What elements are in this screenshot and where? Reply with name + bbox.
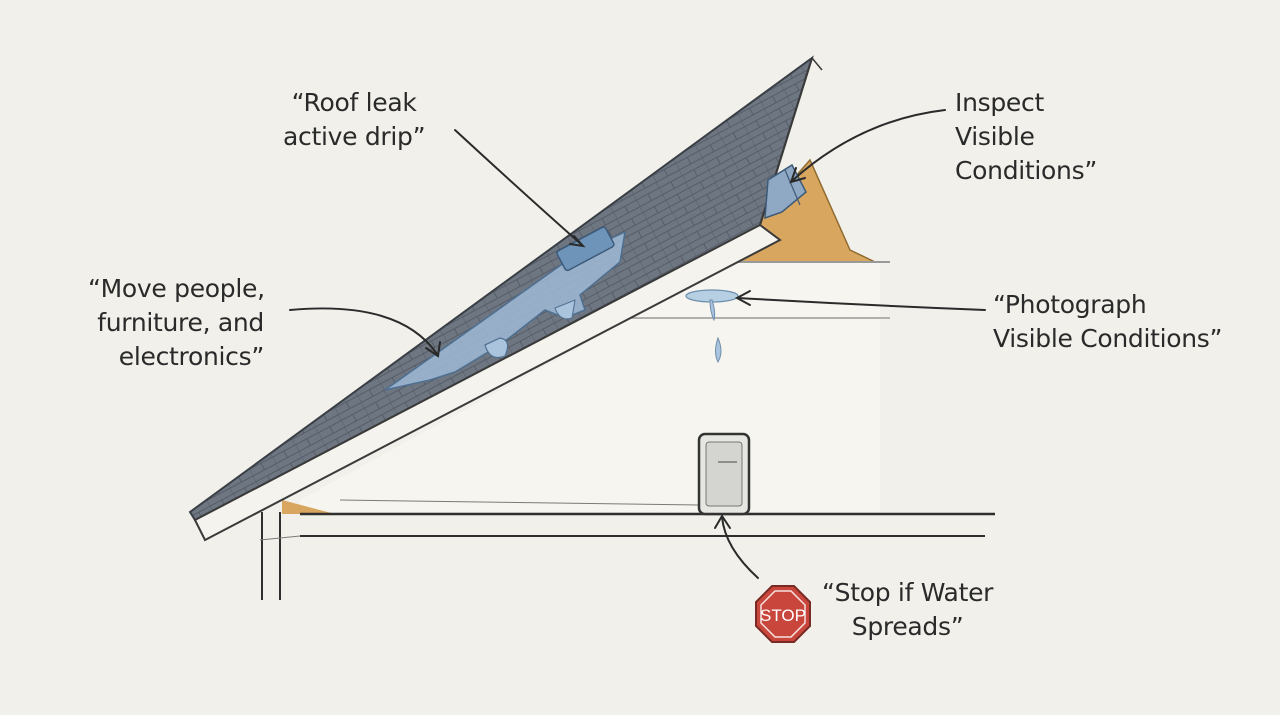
annotation-arrows <box>289 109 986 579</box>
arrow-photograph-head <box>734 290 751 306</box>
arrow-roof-leak <box>454 129 583 246</box>
label-inspect-line-3: Conditions” <box>955 156 1097 185</box>
post <box>261 512 281 600</box>
label-photograph: “Photograph Visible Conditions” <box>993 288 1223 356</box>
stop-sign-text: STOP <box>760 606 806 625</box>
label-move-line-2: furniture, and <box>97 308 264 337</box>
arrow-move-head <box>425 341 441 358</box>
roof-drip <box>484 337 509 359</box>
arrow-photograph <box>737 297 986 311</box>
label-photograph-line-1: “Photograph <box>993 290 1147 319</box>
label-move: “Move people, furniture, and electronics… <box>88 272 265 374</box>
arrow-move <box>289 307 438 355</box>
label-inspect-line-2: Visible <box>955 122 1035 151</box>
label-inspect: Inspect Visible Conditions” <box>955 86 1097 188</box>
label-stop: “Stop if Water Spreads” <box>822 576 993 644</box>
label-roof-leak-line-2: active drip” <box>283 122 426 151</box>
roof-fascia <box>193 223 782 542</box>
wall-device <box>697 432 751 516</box>
roof-vent <box>556 226 615 272</box>
arrow-roof-leak-head <box>569 235 586 248</box>
arrow-stop-head <box>714 514 731 529</box>
label-move-line-3: electronics” <box>118 342 265 371</box>
arrow-inspect <box>792 109 946 181</box>
left-wood-gable <box>282 500 335 514</box>
water-leak-sheet <box>384 226 626 391</box>
label-stop-line-1: “Stop if Water <box>822 578 994 607</box>
arrow-stop <box>721 516 759 579</box>
label-inspect-line-1: Inspect <box>955 88 1044 117</box>
label-roof-leak-line-1: “Roof leak <box>291 88 417 117</box>
arrow-inspect-head <box>789 167 806 184</box>
stop-sign: STOP <box>755 585 811 643</box>
water-droplet <box>715 336 722 364</box>
ceiling-water-drip <box>685 289 739 364</box>
label-move-line-1: “Move people, <box>88 274 265 303</box>
label-roof-leak: “Roof leak active drip” <box>283 86 426 154</box>
label-photograph-line-2: Visible Conditions” <box>993 324 1223 353</box>
label-stop-line-2: Spreads” <box>851 612 964 641</box>
